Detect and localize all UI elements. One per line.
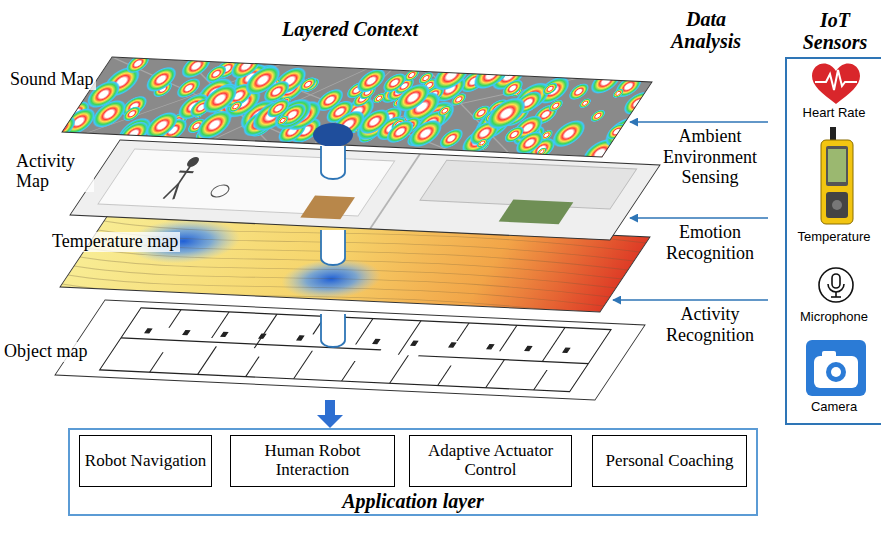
layer-map	[55, 300, 645, 400]
context-layer: Activity Map	[70, 140, 660, 240]
sensor-label: Camera	[787, 400, 881, 414]
caption-slot: Application layer	[70, 490, 756, 512]
layer-name: Activity Map	[14, 152, 94, 192]
flow-arrow	[317, 400, 343, 428]
layer-label-slot: Sound Map	[8, 70, 108, 90]
layer-name: Temperature map	[50, 232, 180, 252]
layer-label-slot: Object map	[2, 342, 112, 362]
sensor-label: Heart Rate	[787, 106, 881, 120]
layer-name: Object map	[2, 342, 89, 362]
label-slot: Data Analysis	[665, 8, 747, 52]
context-layer: Temperature map	[60, 212, 650, 312]
microphone-icon	[819, 268, 853, 302]
box-label: Adaptive Actuator Control	[414, 442, 567, 479]
layer-label-slot: Activity Map	[14, 152, 94, 192]
box-label: Robot Navigation	[85, 452, 206, 471]
application-box: Human Robot Interaction	[230, 435, 395, 487]
box-label: Personal Coaching	[606, 452, 734, 471]
title-slot: Layered Context	[250, 18, 450, 40]
layer-label-slot: Temperature map	[50, 232, 220, 252]
application-panel: Robot NavigationHuman Robot InteractionA…	[68, 428, 758, 516]
layer-map	[62, 57, 652, 157]
layer-map	[70, 140, 660, 240]
label-slot: Emotion Recognition	[650, 222, 770, 263]
layer-name: Sound Map	[8, 70, 96, 90]
analysis-label: Ambient Environment Sensing	[650, 126, 770, 188]
section-heading: Data Analysis	[665, 8, 747, 52]
label-slot: Activity Recognition	[650, 304, 770, 345]
panel-caption: Application layer	[70, 490, 756, 512]
sensor-label: Temperature	[787, 230, 881, 244]
label-slot: Microphone	[787, 310, 881, 324]
context-layer: Object map	[55, 300, 645, 400]
panel-heading: IoT Sensors	[787, 9, 881, 53]
context-layer: Sound Map	[62, 57, 652, 157]
label-slot: Camera	[787, 400, 881, 414]
box-label: Human Robot Interaction	[235, 442, 390, 479]
label-slot: Ambient Environment Sensing	[650, 126, 770, 188]
heading-slot: IoT Sensors	[787, 9, 881, 53]
label-slot: Temperature	[787, 230, 881, 244]
application-box: Adaptive Actuator Control	[409, 435, 572, 487]
label-slot: Heart Rate	[787, 106, 881, 120]
application-box: Robot Navigation	[79, 435, 212, 487]
sensor-label: Microphone	[787, 310, 881, 324]
analysis-label: Activity Recognition	[650, 304, 770, 345]
diagram-title: Layered Context	[250, 18, 450, 40]
layer-map	[60, 212, 650, 312]
heart-rate-icon	[812, 64, 860, 104]
temperature-device-icon	[821, 127, 853, 224]
analysis-label: Emotion Recognition	[650, 222, 770, 263]
camera-icon	[806, 340, 866, 396]
application-box: Personal Coaching	[592, 435, 747, 487]
